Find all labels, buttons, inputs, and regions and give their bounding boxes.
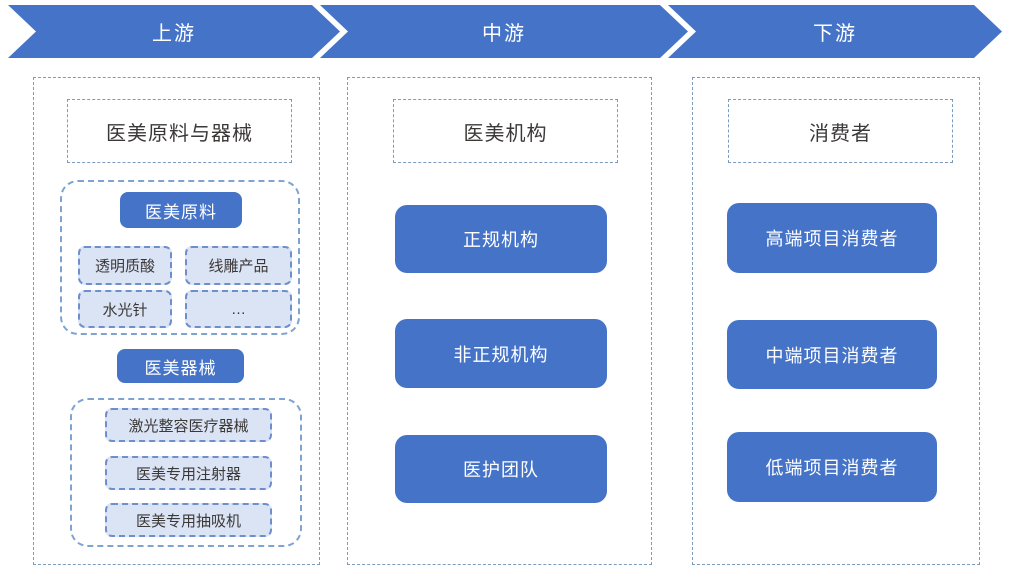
midstream-item-label: 非正规机构 <box>453 344 549 365</box>
downstream-item-lowend-consumers: 低端项目消费者 <box>727 432 937 502</box>
stage-label-downstream: 下游 <box>813 23 857 45</box>
midstream-header-box: 医美机构 <box>393 99 618 163</box>
midstream-column-frame <box>347 77 652 565</box>
downstream-item-midend-consumers: 中端项目消费者 <box>727 320 937 389</box>
device-item-suction-machine: 医美专用抽吸机 <box>105 503 272 537</box>
downstream-header-box: 消费者 <box>728 99 953 163</box>
downstream-item-label: 中端项目消费者 <box>765 345 899 366</box>
materials-title-label: 医美原料 <box>145 202 217 222</box>
stage-arrow-midstream: 中游 <box>320 5 688 58</box>
material-item-label: … <box>231 300 246 318</box>
material-item-label: 线雕产品 <box>208 258 269 275</box>
material-item-mesotherapy: 水光针 <box>78 290 172 328</box>
midstream-item-label: 正规机构 <box>463 230 539 250</box>
midstream-item-medical-team: 医护团队 <box>395 435 607 503</box>
material-item-label: 水光针 <box>102 301 148 319</box>
device-item-label: 医美专用抽吸机 <box>135 512 241 530</box>
downstream-column-frame <box>692 77 980 565</box>
downstream-header-label: 消费者 <box>809 122 872 145</box>
midstream-item-label: 医护团队 <box>463 460 539 480</box>
device-item-label: 医美专用注射器 <box>135 465 241 483</box>
stage-arrow-downstream: 下游 <box>668 5 1002 58</box>
upstream-column-frame <box>33 77 320 565</box>
material-item-ellipsis: … <box>185 290 292 328</box>
midstream-header-label: 医美机构 <box>463 122 548 145</box>
upstream-header-label: 医美原料与器械 <box>106 122 253 145</box>
downstream-item-label: 高端项目消费者 <box>765 229 899 249</box>
materials-group-frame <box>60 180 300 335</box>
downstream-item-highend-consumers: 高端项目消费者 <box>727 203 937 273</box>
material-item-label: 透明质酸 <box>94 258 155 275</box>
midstream-item-informal-institutions: 非正规机构 <box>395 319 607 388</box>
devices-title-label: 医美器械 <box>144 358 217 378</box>
devices-title-box: 医美器械 <box>117 349 244 383</box>
material-item-hyaluronic-acid: 透明质酸 <box>78 246 172 285</box>
stage-label-upstream: 上游 <box>152 23 196 45</box>
device-item-label: 激光整容医疗器械 <box>128 417 249 435</box>
stage-label-midstream: 中游 <box>482 23 526 45</box>
midstream-item-formal-institutions: 正规机构 <box>395 205 607 273</box>
downstream-item-label: 低端项目消费者 <box>765 458 899 478</box>
material-item-thread-products: 线雕产品 <box>185 246 292 285</box>
device-item-laser-equipment: 激光整容医疗器械 <box>105 408 272 442</box>
stage-arrow-upstream: 上游 <box>8 5 340 58</box>
devices-group-frame <box>70 398 302 547</box>
device-item-injector: 医美专用注射器 <box>105 456 272 490</box>
upstream-header-box: 医美原料与器械 <box>67 99 292 163</box>
materials-title-box: 医美原料 <box>120 192 242 228</box>
